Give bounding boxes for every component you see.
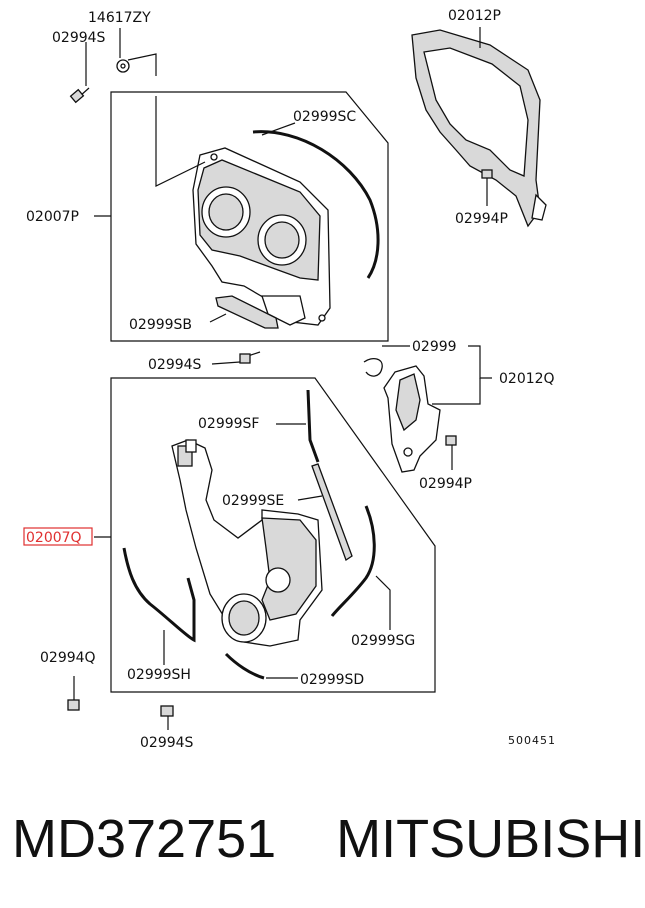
label-02012Q: 02012Q (499, 371, 555, 387)
label-02007P: 02007P (26, 209, 79, 225)
label-02999SB: 02999SB (129, 317, 192, 333)
label-02999SH: 02999SH (127, 667, 191, 683)
label-02999SD: 02999SD (300, 672, 364, 688)
diagram-number: 500451 (508, 734, 556, 747)
label-02994S-bottom: 02994S (140, 735, 194, 751)
label-02012P: 02012P (448, 8, 501, 24)
lower-cover-frame (110, 377, 436, 693)
parts-diagram-page: 14617ZY 02994S 02012P 02999SC 02007P 029… (12, 8, 645, 869)
label-02999: 02999 (412, 339, 457, 355)
label-02994Q: 02994Q (40, 650, 96, 666)
gasket-02999SE (311, 463, 353, 562)
gasket-02999SG (330, 505, 376, 617)
label-02994S-top: 02994S (52, 30, 106, 46)
gasket-02999SD (224, 652, 265, 680)
gasket-02999SC (252, 130, 380, 279)
clip-02999 (363, 357, 383, 377)
bolt-02994S-top (69, 87, 90, 104)
lower-timing-cover (171, 439, 323, 647)
upper-timing-cover (192, 147, 331, 326)
label-02999SG: 02999SG (351, 633, 415, 649)
label-02994P-top: 02994P (455, 211, 508, 227)
washer-14617ZY (116, 59, 130, 73)
bolt-02994P-top (481, 169, 493, 206)
gasket-02999SB (215, 295, 279, 329)
bracket-02012Q (383, 365, 441, 473)
rear-plate-02012P (411, 29, 547, 228)
label-02999SC: 02999SC (293, 109, 356, 125)
label-02994S-middle: 02994S (148, 357, 202, 373)
highlight-box-02007Q (23, 527, 93, 546)
gasket-02999SH (122, 547, 196, 643)
label-02999SE: 02999SE (222, 493, 284, 509)
label-02994P-lower: 02994P (419, 476, 472, 492)
exploded-parts-diagram: 14617ZY 02994S 02012P 02999SC 02007P 029… (23, 8, 556, 751)
part-number-footer: MD372751 MITSUBISHI (12, 809, 645, 869)
bolt-02994S-bottom (160, 705, 174, 730)
bolt-02994S-middle (239, 351, 261, 364)
bolt-02994Q (67, 676, 80, 711)
label-02999SF: 02999SF (198, 416, 259, 432)
label-14617ZY: 14617ZY (88, 10, 151, 26)
gasket-02999SF (306, 389, 320, 463)
label-02007Q: 02007Q (26, 530, 82, 546)
upper-cover-frame (110, 91, 389, 342)
bolt-02994P-lower (445, 435, 457, 470)
